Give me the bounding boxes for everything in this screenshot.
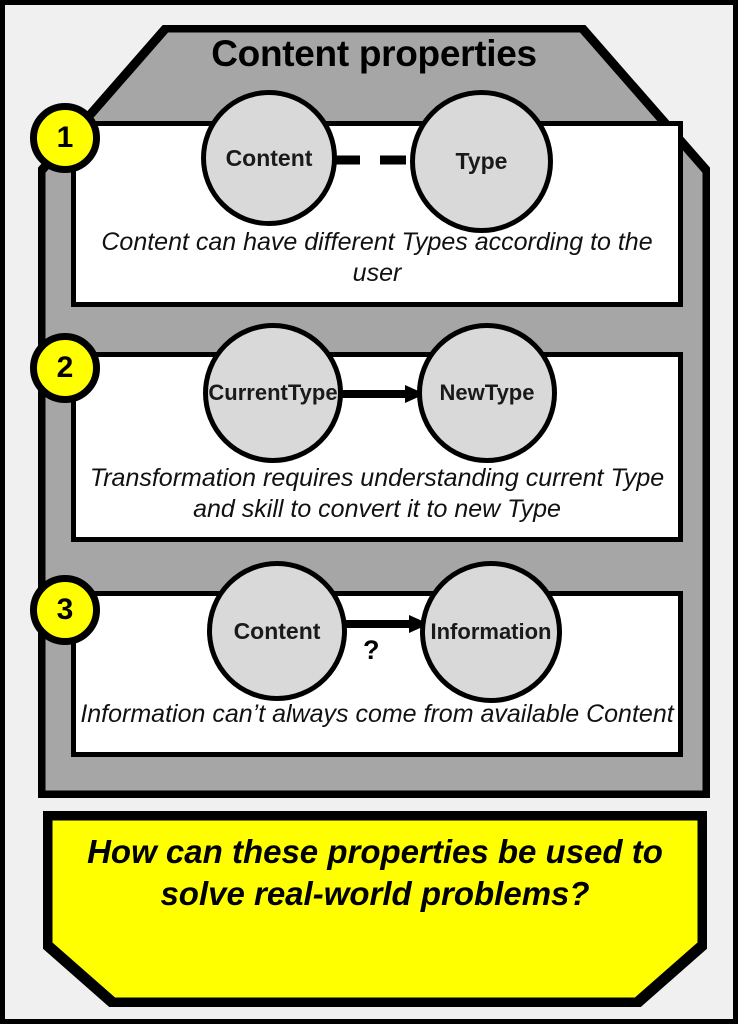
node-label: Content	[233, 617, 321, 644]
question-callout-text: How can these properties be used to solv…	[87, 833, 663, 912]
node-current-type: Current Type	[203, 323, 343, 463]
connector-dashed-content-type	[331, 153, 421, 167]
connector-arrow-current-to-new	[335, 383, 427, 405]
node-label-line2: Type	[484, 380, 535, 406]
caption-property-2: Transformation requires understanding cu…	[89, 464, 665, 523]
step-badge-2: 2	[30, 333, 100, 403]
node-label-line1: Current	[208, 380, 288, 406]
node-new-type: New Type	[417, 323, 557, 463]
node-label: Content	[225, 144, 313, 171]
node-label: Information	[430, 619, 552, 645]
node-label-line2: Type	[287, 380, 338, 406]
caption-property-3: Information can’t always come from avail…	[80, 700, 674, 728]
node-content-1: Content	[201, 90, 337, 226]
node-content-3: Content	[207, 561, 347, 701]
node-label: Type	[455, 148, 508, 175]
question-callout: How can these properties be used to solv…	[43, 811, 707, 1007]
node-information: Information	[420, 561, 562, 703]
page-title: Content properties	[211, 33, 537, 74]
node-label-line1: New	[439, 380, 485, 406]
node-type: Type	[410, 90, 553, 233]
caption-property-1: Content can have different Types accordi…	[101, 228, 653, 287]
step-badge-3: 3	[30, 575, 100, 645]
question-mark-label: ?	[363, 635, 380, 665]
step-badge-1: 1	[30, 103, 100, 173]
connector-arrow-content-to-information	[341, 613, 431, 635]
